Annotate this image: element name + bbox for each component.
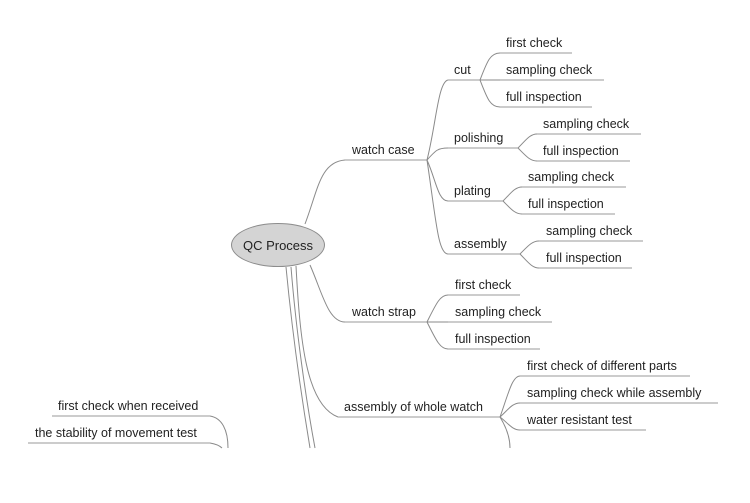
leaf-cut-full-inspection[interactable]: full inspection xyxy=(506,90,582,104)
connector-plating-2 xyxy=(502,200,523,215)
leaf-assembly-full-inspection[interactable]: full inspection xyxy=(546,251,622,265)
connector-root-whole-watch xyxy=(295,265,339,418)
leaf-plating-sampling-check[interactable]: sampling check xyxy=(528,170,615,184)
connector-root-watch-strap xyxy=(309,264,346,323)
root-node[interactable]: QC Process xyxy=(231,223,325,267)
leaf-strap-sampling-check[interactable]: sampling check xyxy=(455,305,542,319)
node-watch-case[interactable]: watch case xyxy=(352,143,415,157)
connector-polishing-1 xyxy=(517,133,538,149)
leaf-cut-first-check[interactable]: first check xyxy=(506,36,563,50)
leaf-left-movement-stability[interactable]: the stability of movement test xyxy=(35,426,197,440)
node-whole-watch[interactable]: assembly of whole watch xyxy=(344,400,483,414)
connector-watch-case-cut xyxy=(426,79,449,161)
connector-left-1 xyxy=(209,415,229,449)
connector-whole-1 xyxy=(499,375,521,418)
connector-polishing-2 xyxy=(517,147,538,162)
leaf-whole-water-resistant[interactable]: water resistant test xyxy=(527,413,632,427)
connector-watch-case-plating xyxy=(426,159,449,202)
node-polishing[interactable]: polishing xyxy=(454,131,504,145)
leaf-strap-full-inspection[interactable]: full inspection xyxy=(455,332,531,346)
connector-assembly-2 xyxy=(519,253,540,269)
leaf-strap-first-check[interactable]: first check xyxy=(455,278,512,292)
leaf-polishing-sampling-check[interactable]: sampling check xyxy=(543,117,630,131)
connector-root-down-1 xyxy=(285,266,311,449)
connector-plating-1 xyxy=(502,186,523,202)
node-plating[interactable]: plating xyxy=(454,184,491,198)
leaf-cut-sampling-check[interactable]: sampling check xyxy=(506,63,593,77)
connector-cut-1 xyxy=(479,52,501,81)
connector-cut-3 xyxy=(479,79,501,108)
leaf-whole-first-check[interactable]: first check of different parts xyxy=(527,359,677,373)
connector-whole-2 xyxy=(499,402,521,418)
leaf-plating-full-inspection[interactable]: full inspection xyxy=(528,197,604,211)
connector-watch-case-assembly xyxy=(426,159,449,255)
node-watch-strap[interactable]: watch strap xyxy=(352,305,416,319)
node-assembly[interactable]: assembly xyxy=(454,237,507,251)
leaf-whole-sampling-check[interactable]: sampling check while assembly xyxy=(527,386,702,400)
leaf-left-first-check-received[interactable]: first check when received xyxy=(58,399,199,413)
connector-strap-3 xyxy=(426,321,449,350)
connector-strap-1 xyxy=(426,294,449,323)
connector-whole-3 xyxy=(499,416,521,431)
connector-watch-case-polishing xyxy=(426,147,449,161)
leaf-assembly-sampling-check[interactable]: sampling check xyxy=(546,224,633,238)
connector-assembly-1 xyxy=(519,240,540,255)
connector-left-2 xyxy=(209,442,223,449)
root-label: QC Process xyxy=(242,237,314,253)
leaf-polishing-full-inspection[interactable]: full inspection xyxy=(543,144,619,158)
connector-root-down-2 xyxy=(290,266,316,449)
connector-whole-4 xyxy=(499,416,511,449)
node-cut[interactable]: cut xyxy=(454,63,471,77)
connector-root-watch-case xyxy=(304,159,346,225)
